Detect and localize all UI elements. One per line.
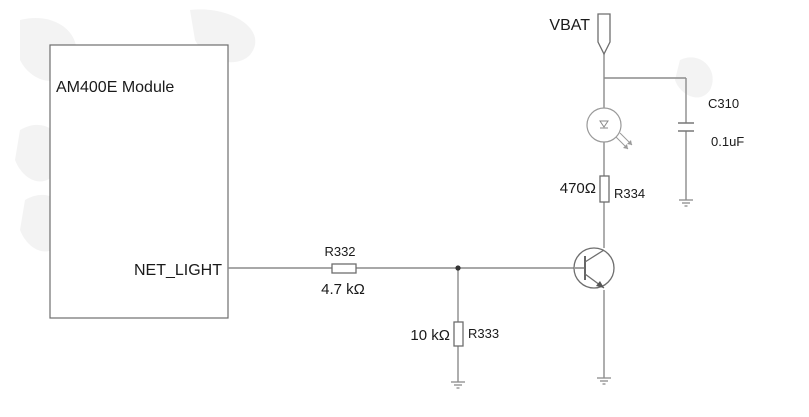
led-diode-symbol <box>599 120 609 128</box>
module-box <box>49 44 229 319</box>
ground-emitter <box>597 377 611 385</box>
r332-ref: R332 <box>324 244 355 259</box>
led-circle <box>586 107 622 143</box>
module-label: AM400E Module <box>56 79 174 96</box>
r332-value: 4.7 kΩ <box>321 281 365 298</box>
transistor-circle <box>573 247 615 289</box>
resistor-r332: R332 4.7 kΩ <box>321 244 365 298</box>
r334-ref: R334 <box>614 186 645 201</box>
am400e-module: AM400E Module NET_LIGHT <box>49 44 229 319</box>
r334-value: 470Ω <box>560 180 596 197</box>
resistor-r333: 10 kΩ R333 <box>410 321 499 347</box>
npn-transistor <box>573 247 615 289</box>
net-light-pin-label: NET_LIGHT <box>134 262 222 279</box>
led-ray-arrowhead-1 <box>623 144 628 149</box>
vbat-label: VBAT <box>549 17 590 34</box>
capacitor-c310: C310 0.1uF <box>678 96 744 149</box>
resistor-r334: 470Ω R334 <box>560 175 645 203</box>
watermark <box>15 9 713 252</box>
junction-dot <box>455 265 461 271</box>
led-indicator <box>586 107 633 150</box>
c310-value: 0.1uF <box>711 134 744 149</box>
vbat-supply: VBAT <box>549 13 611 56</box>
r333-body <box>453 321 464 347</box>
led-ray-arrowhead-2 <box>627 140 632 145</box>
wires <box>228 54 687 382</box>
r332-body <box>331 263 357 274</box>
r333-value: 10 kΩ <box>410 327 450 344</box>
transistor-collector <box>584 249 605 263</box>
r333-ref: R333 <box>468 326 499 341</box>
transistor-emitter-arrow <box>596 281 604 288</box>
ground-c310 <box>679 199 693 207</box>
r334-body <box>599 175 610 203</box>
ground-r333 <box>451 381 465 389</box>
vbat-arrow-symbol <box>597 13 611 56</box>
c310-ref: C310 <box>708 96 739 111</box>
